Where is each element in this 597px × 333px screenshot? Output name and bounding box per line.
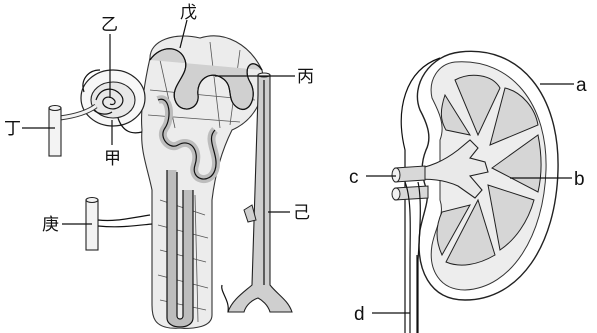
vessel-geng [86,198,152,251]
kidney-diagram: a b c d [349,51,587,333]
label-bing: 丙 [297,67,314,87]
label-ding: 丁 [4,119,21,139]
label-geng: 庚 [42,215,59,235]
hilum-vessels [392,166,428,200]
label-ji: 己 [293,203,310,223]
vessel-ding [49,106,61,157]
ureter [405,182,420,333]
label-jia: 甲 [104,149,121,169]
label-d: d [354,304,365,325]
label-a: a [576,75,587,96]
nephron-diagram: 乙 戊 丙 丁 甲 庚 己 [4,3,314,328]
label-b: b [574,169,585,190]
bowmans-capsule [81,70,145,126]
label-wu: 戊 [180,3,197,23]
label-yi: 乙 [101,15,118,35]
label-c: c [349,167,359,188]
